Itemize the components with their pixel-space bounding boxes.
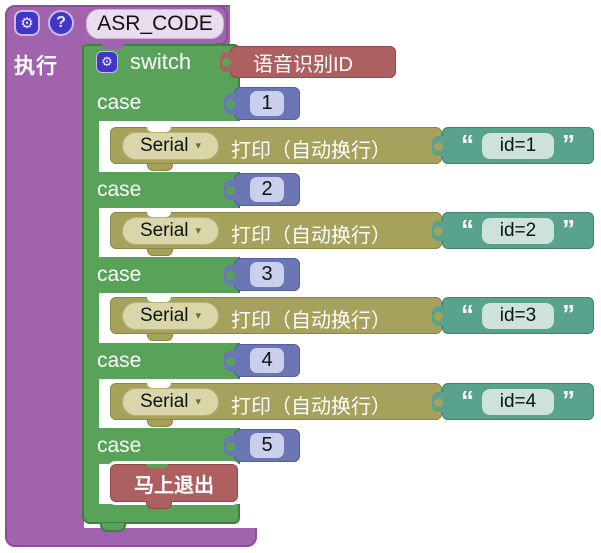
switch-keyword: switch bbox=[130, 49, 192, 74]
case-label-1: case bbox=[97, 91, 142, 114]
case-label-5: case bbox=[97, 434, 142, 457]
dropdown-value: Serial bbox=[139, 391, 189, 412]
dropdown-arrow-icon: ▾ bbox=[195, 224, 202, 237]
block-bottom-tab bbox=[147, 249, 173, 256]
do-label: 执行 bbox=[14, 55, 58, 78]
case-value-block-5[interactable]: 5 bbox=[224, 429, 300, 462]
condition-block[interactable]: 语音识别ID bbox=[220, 46, 396, 78]
string-field[interactable]: id=2 bbox=[482, 217, 554, 244]
number-field[interactable]: 4 bbox=[250, 348, 284, 373]
case-value-block-3[interactable]: 3 bbox=[224, 258, 300, 291]
number-field[interactable]: 2 bbox=[250, 177, 284, 202]
dropdown-arrow-icon: ▾ bbox=[195, 395, 202, 408]
serial-print-body[interactable]: Serial ▾ 打印（自动换行） bbox=[110, 383, 442, 427]
switch-block-top-notch bbox=[102, 44, 124, 49]
case-value-block-4[interactable]: 4 bbox=[224, 344, 300, 377]
dropdown-arrow-icon: ▾ bbox=[195, 139, 202, 152]
open-quote-icon: “ bbox=[461, 213, 474, 244]
block-bottom-tab bbox=[147, 420, 173, 427]
case-label-2: case bbox=[97, 178, 142, 201]
close-quote-icon: ” bbox=[562, 128, 575, 159]
block-top-notch bbox=[147, 127, 171, 132]
serial-print-body[interactable]: Serial ▾ 打印（自动换行） bbox=[110, 212, 442, 256]
switch-mutator-gear-icon[interactable]: ⚙ bbox=[96, 51, 118, 73]
serial-print-block-3[interactable]: Serial ▾ 打印（自动换行） “ id=3 ” bbox=[110, 297, 594, 341]
function-name-field[interactable]: ASR_CODE bbox=[86, 9, 224, 39]
gear-glyph: ⚙ bbox=[20, 15, 34, 32]
serial-port-dropdown[interactable]: Serial ▾ bbox=[122, 302, 219, 330]
function-name-text: ASR_CODE bbox=[97, 12, 213, 35]
print-label: 打印（自动换行） bbox=[231, 396, 391, 418]
dropdown-arrow-icon: ▾ bbox=[195, 309, 202, 322]
case-value-block-1[interactable]: 1 bbox=[224, 87, 300, 120]
string-block-3[interactable]: “ id=3 ” bbox=[432, 297, 594, 334]
block-bottom-tab bbox=[147, 334, 173, 341]
string-field[interactable]: id=1 bbox=[482, 132, 554, 159]
block-top-notch bbox=[146, 464, 168, 468]
serial-print-body[interactable]: Serial ▾ 打印（自动换行） bbox=[110, 297, 442, 341]
print-label: 打印（自动换行） bbox=[231, 310, 391, 332]
exit-command-block[interactable]: 马上退出 bbox=[110, 464, 238, 502]
block-top-notch bbox=[147, 297, 171, 302]
serial-print-block-2[interactable]: Serial ▾ 打印（自动换行） “ id=2 ” bbox=[110, 212, 594, 256]
gear-glyph: ⚙ bbox=[101, 54, 113, 69]
close-quote-icon: ” bbox=[562, 298, 575, 329]
dropdown-value: Serial bbox=[139, 305, 189, 326]
string-block-1[interactable]: “ id=1 ” bbox=[432, 127, 594, 164]
mutator-gear-icon[interactable]: ⚙ bbox=[14, 10, 40, 36]
serial-print-block-1[interactable]: Serial ▾ 打印（自动换行） “ id=1 ” bbox=[110, 127, 594, 171]
dropdown-value: Serial bbox=[139, 220, 189, 241]
number-field[interactable]: 1 bbox=[250, 91, 284, 116]
condition-label: 语音识别ID bbox=[253, 53, 353, 76]
number-field[interactable]: 5 bbox=[250, 433, 284, 458]
workspace-background bbox=[230, 3, 260, 44]
string-field[interactable]: id=3 bbox=[482, 302, 554, 329]
close-quote-icon: ” bbox=[562, 384, 575, 415]
case-label-3: case bbox=[97, 263, 142, 286]
string-block-2[interactable]: “ id=2 ” bbox=[432, 212, 594, 249]
open-quote-icon: “ bbox=[461, 384, 474, 415]
number-field[interactable]: 3 bbox=[250, 262, 284, 287]
string-block-4[interactable]: “ id=4 ” bbox=[432, 383, 594, 420]
case-value-block-2[interactable]: 2 bbox=[224, 173, 300, 206]
open-quote-icon: “ bbox=[461, 128, 474, 159]
block-top-notch bbox=[147, 383, 171, 388]
print-label: 打印（自动换行） bbox=[231, 225, 391, 247]
case-label-4: case bbox=[97, 349, 142, 372]
serial-print-block-4[interactable]: Serial ▾ 打印（自动换行） “ id=4 ” bbox=[110, 383, 594, 427]
open-quote-icon: “ bbox=[461, 298, 474, 329]
string-field[interactable]: id=4 bbox=[482, 388, 554, 415]
block-bottom-tab bbox=[147, 164, 173, 171]
command-label: 马上退出 bbox=[134, 474, 214, 497]
switch-block-bottom-tab bbox=[100, 523, 126, 532]
help-icon[interactable]: ? bbox=[48, 10, 74, 36]
block-top-notch bbox=[147, 212, 171, 217]
serial-port-dropdown[interactable]: Serial ▾ bbox=[122, 388, 219, 416]
block-bottom-tab bbox=[146, 501, 172, 509]
dropdown-value: Serial bbox=[139, 135, 189, 156]
close-quote-icon: ” bbox=[562, 213, 575, 244]
serial-port-dropdown[interactable]: Serial ▾ bbox=[122, 132, 219, 160]
serial-print-body[interactable]: Serial ▾ 打印（自动换行） bbox=[110, 127, 442, 171]
help-glyph: ? bbox=[56, 14, 66, 31]
serial-port-dropdown[interactable]: Serial ▾ bbox=[122, 217, 219, 245]
print-label: 打印（自动换行） bbox=[231, 140, 391, 162]
